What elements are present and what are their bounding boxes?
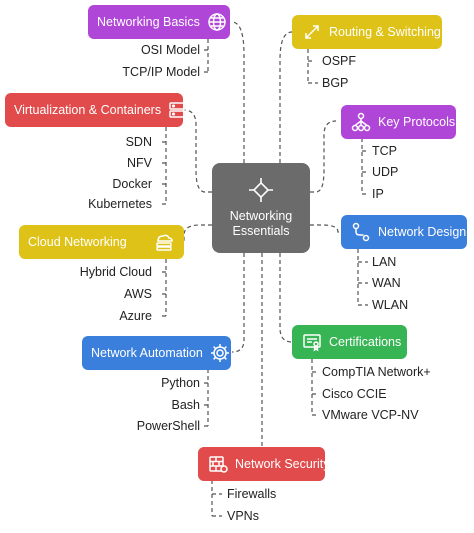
branch-virtualization-containers[interactable]: Virtualization & Containers — [5, 93, 187, 127]
leaf-vpns: VPNs — [227, 509, 259, 523]
leaf-sdn: SDN — [125, 135, 152, 149]
branch-certifications[interactable]: Certifications — [292, 325, 407, 359]
leaf-azure: Azure — [119, 309, 152, 323]
circuit-chip-icon — [248, 177, 274, 203]
leaf-hybrid-cloud: Hybrid Cloud — [79, 265, 152, 279]
branch-label: Network Automation — [91, 346, 203, 360]
arrows-icon — [301, 21, 323, 43]
leaf-docker: Docker — [112, 177, 152, 191]
server-icon — [167, 99, 189, 121]
leaf-python: Python — [161, 376, 200, 390]
leaf-ip: IP — [372, 187, 384, 201]
branch-label: Networking Basics — [97, 15, 200, 29]
certificate-icon — [301, 331, 323, 353]
branch-label: Key Protocols — [378, 115, 456, 129]
branch-network-automation[interactable]: Network Automation — [82, 336, 231, 370]
leaf-cisco-ccie: Cisco CCIE — [322, 387, 387, 401]
leaf-bgp: BGP — [322, 76, 349, 90]
leaf-bash: Bash — [171, 398, 201, 412]
gear-icon — [209, 342, 231, 364]
leaf-wlan: WLAN — [372, 298, 409, 312]
leaf-powershell: PowerShell — [136, 419, 200, 433]
center-title-line1: Networking — [229, 209, 293, 223]
branch-label: Virtualization & Containers — [14, 103, 162, 117]
globe-icon — [206, 11, 228, 33]
branch-label: Cloud Networking — [28, 235, 127, 249]
center-title-line2: Essentials — [232, 224, 290, 238]
leaf-osi-model: OSI Model — [140, 43, 200, 57]
firewall-icon — [207, 453, 229, 475]
branch-network-security[interactable]: Network Security — [198, 447, 329, 481]
leaf-wan: WAN — [372, 276, 401, 290]
branch-label: Network Design — [378, 225, 467, 239]
branch-cloud-networking[interactable]: Cloud Networking — [19, 225, 184, 259]
leaf-firewalls: Firewalls — [227, 487, 277, 501]
leaf-aws: AWS — [123, 287, 152, 301]
branch-routing-switching[interactable]: Routing & Switching — [292, 15, 442, 49]
leaf-vmware-vcp-nv: VMware VCP-NV — [322, 408, 419, 422]
leaf-udp: UDP — [372, 165, 399, 179]
leaf-nfv: NFV — [127, 156, 152, 170]
leaf-tcp: TCP — [372, 144, 397, 158]
leaf-tcp-ip-model: TCP/IP Model — [122, 65, 200, 79]
branch-network-design[interactable]: Network Design — [341, 215, 467, 249]
branch-label: Certifications — [329, 335, 402, 349]
center-node: Networking Essentials — [212, 163, 310, 253]
branch-label: Network Security — [235, 457, 330, 471]
leaf-lan: LAN — [372, 255, 397, 269]
cloud-stack-icon — [153, 231, 175, 253]
leaf-comptia-network-plus: CompTIA Network+ — [322, 365, 431, 379]
branch-label: Routing & Switching — [329, 25, 441, 39]
branch-key-protocols[interactable]: Key Protocols — [341, 105, 456, 139]
route-icon — [350, 221, 372, 243]
leaf-kubernetes: Kubernetes — [88, 197, 152, 211]
leaf-ospf: OSPF — [322, 54, 357, 68]
network-icon — [350, 111, 372, 133]
branch-networking-basics[interactable]: Networking Basics — [88, 5, 230, 39]
